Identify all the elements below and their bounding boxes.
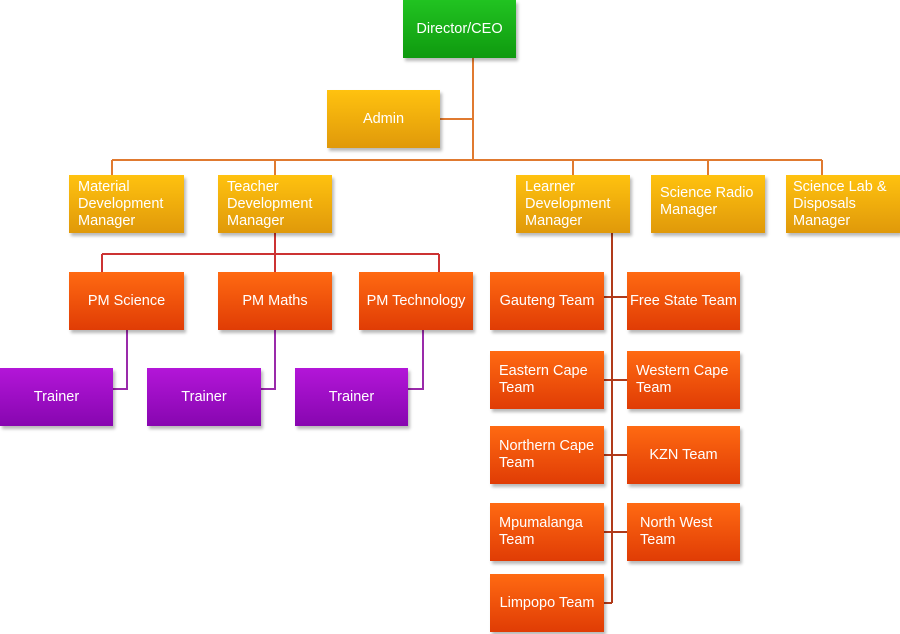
node-pm-science-label: PM Science	[87, 292, 166, 309]
node-material-manager-label: Material Development Manager	[78, 178, 164, 229]
node-pm-technology-label: PM Technology	[366, 292, 466, 309]
node-learner-manager: Learner Development Manager	[516, 175, 630, 233]
node-pm-maths-label: PM Maths	[242, 292, 308, 309]
node-limpopo-team-label: Limpopo Team	[499, 594, 595, 611]
node-pm-science: PM Science	[69, 272, 184, 330]
line-trainer-1	[113, 330, 128, 390]
node-material-manager: Material Development Manager	[69, 175, 184, 233]
node-pm-technology: PM Technology	[359, 272, 473, 330]
node-kzn-team-label: KZN Team	[649, 446, 718, 463]
node-trainer-technology: Trainer	[295, 368, 408, 426]
node-lab-manager: Science Lab & Disposals Manager	[786, 175, 900, 233]
node-free-state-team: Free State Team	[627, 272, 740, 330]
node-trainer-science: Trainer	[0, 368, 113, 426]
node-kzn-team: KZN Team	[627, 426, 740, 484]
line-trainer-3	[408, 330, 424, 390]
node-trainer-technology-label: Trainer	[328, 388, 375, 405]
node-pm-maths: PM Maths	[218, 272, 332, 330]
node-admin: Admin	[327, 90, 440, 148]
node-eastern-cape-team: Eastern Cape Team	[490, 351, 604, 409]
node-trainer-maths: Trainer	[147, 368, 261, 426]
node-radio-manager-label: Science Radio Manager	[660, 185, 754, 218]
node-free-state-team-label: Free State Team	[630, 292, 737, 309]
node-gauteng-team-label: Gauteng Team	[499, 292, 595, 309]
node-director-ceo-label: Director/CEO	[416, 20, 503, 37]
node-north-west-team: North West Team	[627, 503, 740, 561]
node-northern-cape-team-label: Northern Cape Team	[499, 438, 595, 471]
node-eastern-cape-team-label: Eastern Cape Team	[499, 363, 588, 396]
node-northern-cape-team: Northern Cape Team	[490, 426, 604, 484]
node-mpumalanga-team: Mpumalanga Team	[490, 503, 604, 561]
node-trainer-science-label: Trainer	[33, 388, 80, 405]
line-trainer-2	[261, 330, 276, 390]
node-teacher-manager: Teacher Development Manager	[218, 175, 332, 233]
node-gauteng-team: Gauteng Team	[490, 272, 604, 330]
node-radio-manager: Science Radio Manager	[651, 175, 765, 233]
node-teacher-manager-label: Teacher Development Manager	[227, 178, 313, 229]
node-lab-manager-label: Science Lab & Disposals Manager	[793, 178, 887, 229]
node-director-ceo: Director/CEO	[403, 0, 516, 58]
node-north-west-team-label: North West Team	[640, 515, 713, 548]
node-admin-label: Admin	[362, 110, 405, 127]
node-mpumalanga-team-label: Mpumalanga Team	[499, 515, 583, 548]
node-western-cape-team-label: Western Cape Team	[636, 363, 729, 396]
node-limpopo-team: Limpopo Team	[490, 574, 604, 632]
node-learner-manager-label: Learner Development Manager	[525, 178, 611, 229]
node-trainer-maths-label: Trainer	[181, 388, 227, 405]
node-western-cape-team: Western Cape Team	[627, 351, 740, 409]
